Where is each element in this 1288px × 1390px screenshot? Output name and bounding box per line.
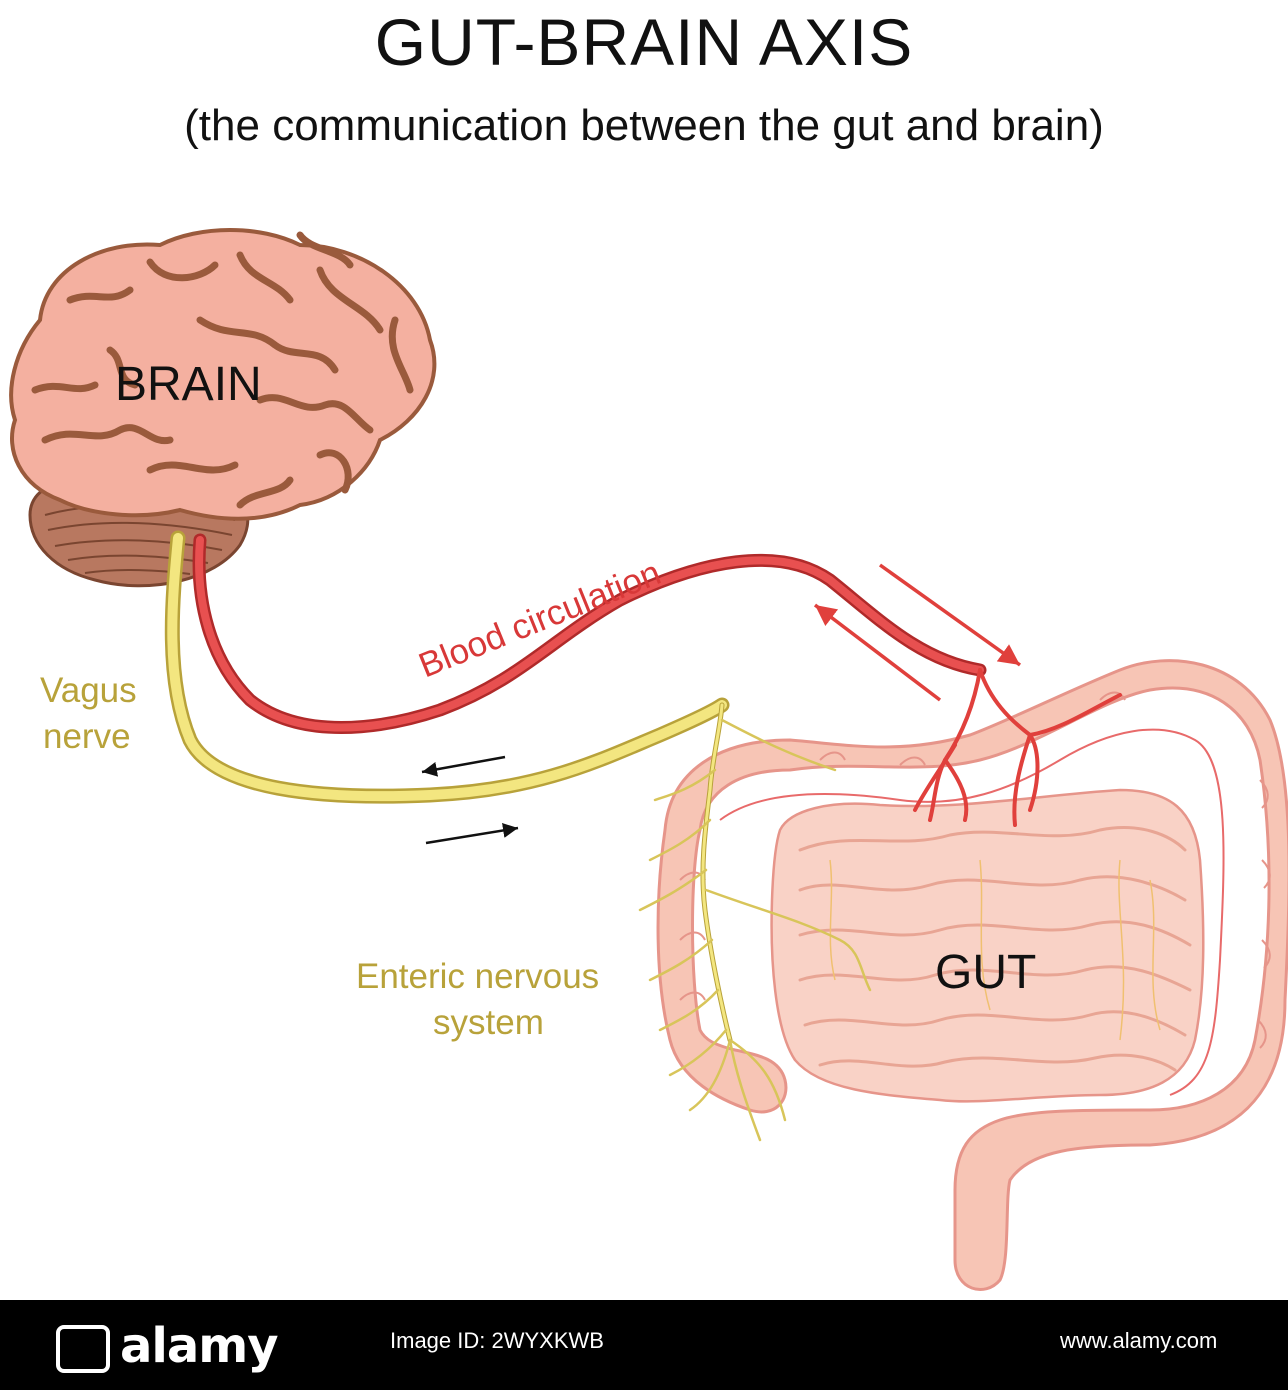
image-id: Image ID: 2WYXKWB (390, 1328, 604, 1353)
blood-flow-arrows (813, 563, 1022, 702)
page-subtitle: (the communication between the gut and b… (184, 101, 1104, 150)
vagus-nerve-label-line2: nerve (43, 717, 131, 756)
brain-label: BRAIN (115, 358, 262, 411)
enteric-label-line1: Enteric nervous (356, 957, 599, 996)
nerve-signal-arrows (421, 755, 519, 845)
alamy-logo-icon (56, 1325, 110, 1373)
gut-brain-diagram: BRAIN GUT Blood circulation Vagus nerve … (9, 228, 1288, 1291)
watermark-url: www.alamy.com (1060, 1328, 1218, 1353)
watermark-logo: alamy (56, 1318, 279, 1374)
blood-vessel (192, 533, 1122, 827)
cerebrum (9, 228, 437, 521)
gut-label: GUT (935, 946, 1036, 999)
blood-circulation-label: Blood circulation (413, 553, 666, 685)
page-title: GUT-BRAIN AXIS (374, 5, 914, 79)
enteric-label-line2: system (433, 1003, 544, 1042)
vagus-nerve-label-line1: Vagus (40, 671, 137, 710)
vagus-nerve (164, 530, 872, 1142)
gut-illustration (656, 659, 1288, 1291)
watermark-footer: alamy Image ID: 2WYXKWB www.alamy.com (0, 1300, 1288, 1390)
